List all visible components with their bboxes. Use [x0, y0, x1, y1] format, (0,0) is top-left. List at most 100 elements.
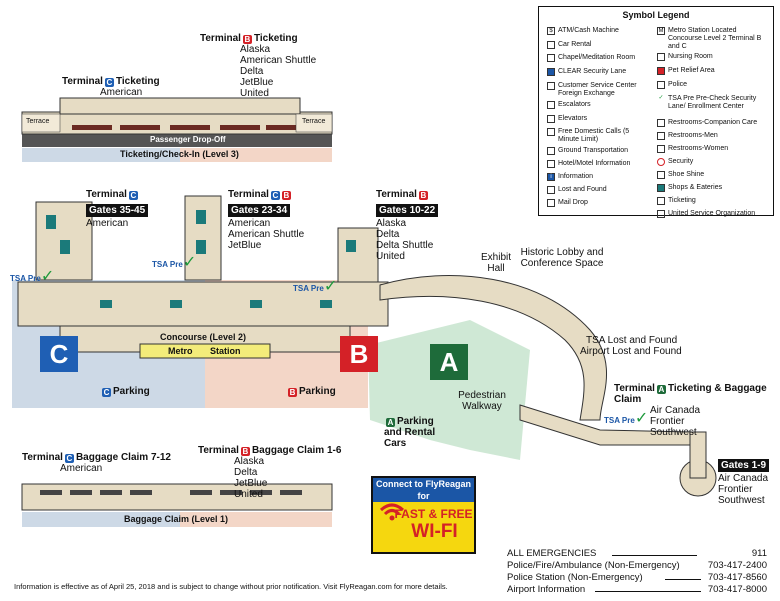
terminal-a-marker: A [430, 344, 468, 380]
gates-1-9-block: Gates 1-9 Air Canada Frontier Southwest [718, 459, 770, 506]
shops-icon [657, 184, 665, 192]
wifi-line1: FAST & FREE [394, 507, 473, 521]
wifi-line2: WI-FI [411, 521, 458, 542]
legend-item-shops: Shops & Eateries [657, 184, 769, 192]
information-icon: i [547, 173, 555, 181]
clear-icon [547, 68, 555, 76]
legend-item-elevators: Elevators [547, 115, 647, 123]
legend-item-car-rental: Car Rental [547, 41, 647, 49]
uso-icon [657, 210, 665, 218]
legend-item-uso: United Service Organization [657, 210, 769, 218]
legend-item-security: Security [657, 158, 769, 166]
concourse-label: Concourse (Level 2) [160, 332, 247, 342]
terrace-left: Terrace [26, 118, 50, 125]
lost-found-icon [547, 186, 555, 194]
legend-item-ground-transport: Ground Transportation [547, 147, 647, 155]
gates-23-34-label: Gates 23-34 [228, 204, 291, 217]
station-label: Station [210, 346, 241, 356]
hotel-icon [547, 160, 555, 168]
legend-item-police: Police [657, 81, 769, 89]
legend-item-companion: Restrooms-Companion Care [657, 119, 769, 127]
legend-item-atm: $ATM/Cash Machine [547, 27, 647, 35]
legend-item-women: Restrooms-Women [657, 145, 769, 153]
legend-item-free-calls: Free Domestic Calls (5 Minute Limit) [547, 128, 647, 144]
atm-icon: $ [547, 27, 555, 35]
legend-item-customer-service: Customer Service Center Foreign Exchange [547, 82, 647, 98]
pedestrian-walkway-label: Pedestrian Walkway [458, 390, 506, 412]
gates-10-22-label: Gates 10-22 [376, 204, 439, 217]
tsa-pre-b: TSA Pre✓ [293, 278, 338, 295]
legend-title: Symbol Legend [622, 10, 690, 20]
tsa-pre-a: TSA Pre✓ [604, 410, 649, 427]
mail-icon [547, 199, 555, 207]
legend-item-mail: Mail Drop [547, 199, 647, 207]
terminal-b-baggage-airlines: Alaska Delta JetBlue United [234, 456, 268, 500]
legend-item-escalators: Escalators [547, 101, 647, 109]
ticketing-level-label: Ticketing/Check-In (Level 3) [120, 149, 239, 159]
gates-35-45-label: Gates 35-45 [86, 204, 149, 217]
baggage-level-drawing [21, 483, 333, 527]
symbol-legend: Symbol Legend $ATM/Cash Machine Car Rent… [538, 6, 774, 218]
ticketing-level-drawing [21, 97, 333, 162]
terminal-b-marker: B [340, 336, 378, 372]
legend-item-clear: CLEAR Security Lane [547, 68, 647, 76]
restroom-men-icon [657, 132, 665, 140]
terminal-b-ticketing-airlines: Alaska American Shuttle Delta JetBlue Un… [240, 44, 317, 99]
passenger-dropoff: Passenger Drop-Off [150, 135, 226, 144]
tsa-check-icon: ✓ [658, 95, 664, 101]
legend-item-shoe-shine: Shoe Shine [657, 171, 769, 179]
legend-item-nursing: Nursing Room [657, 53, 769, 61]
escalator-icon [547, 101, 555, 109]
legend-item-tsa-pre: ✓TSA Pre Pre-Check Security Lane/ Enroll… [658, 95, 757, 110]
wifi-icon [379, 503, 405, 521]
police-icon [657, 81, 665, 89]
wifi-promo[interactable]: Connect to FlyReagan for FAST & FREE WI-… [371, 476, 476, 554]
shop-blocks [46, 210, 356, 308]
pet-relief-icon [657, 67, 665, 75]
terminal-c-ticketing-airlines: American [100, 87, 143, 98]
companion-care-icon [657, 119, 665, 127]
car-icon [547, 41, 555, 49]
legend-item-pet-relief: Pet Relief Area [657, 67, 769, 75]
footer-disclaimer: Information is effective as of April 25,… [14, 582, 448, 591]
terminal-c-marker: C [40, 336, 78, 372]
baggage-level-label: Baggage Claim (Level 1) [124, 514, 229, 524]
restroom-women-icon [657, 145, 665, 153]
bus-icon [547, 147, 555, 155]
chapel-icon [547, 54, 555, 62]
airport-lost-found: Airport Lost and Found [580, 346, 682, 357]
legend-item-men: Restrooms-Men [657, 132, 769, 140]
terminal-c-baggage-airlines: American [60, 463, 103, 474]
customer-service-icon [547, 82, 555, 90]
tsa-pre-cb: TSA Pre✓ [152, 254, 197, 271]
wifi-header: Connect to FlyReagan for [373, 478, 474, 502]
terrace-right: Terrace [302, 118, 326, 125]
historic-lobby-label: Historic Lobby and Conference Space [520, 247, 604, 269]
legend-item-lost-found: Lost and Found [547, 186, 647, 194]
gates-1-9-label: Gates 1-9 [718, 459, 770, 472]
shoe-shine-icon [657, 171, 665, 179]
exhibit-hall-label: Exhibit Hall [480, 252, 511, 274]
legend-item-hotel: Hotel/Motel Information [547, 160, 647, 168]
phone-icon [547, 128, 555, 136]
legend-item-chapel: Chapel/Meditation Room [547, 54, 647, 62]
ticketing-icon [657, 197, 665, 205]
nursing-icon [657, 53, 665, 61]
legend-item-ticketing: Ticketing [657, 197, 769, 205]
metro-icon: M [657, 27, 665, 35]
tsa-lost-found: TSA Lost and Found [586, 335, 678, 346]
tsa-pre-c: TSA Pre✓ [10, 268, 55, 285]
